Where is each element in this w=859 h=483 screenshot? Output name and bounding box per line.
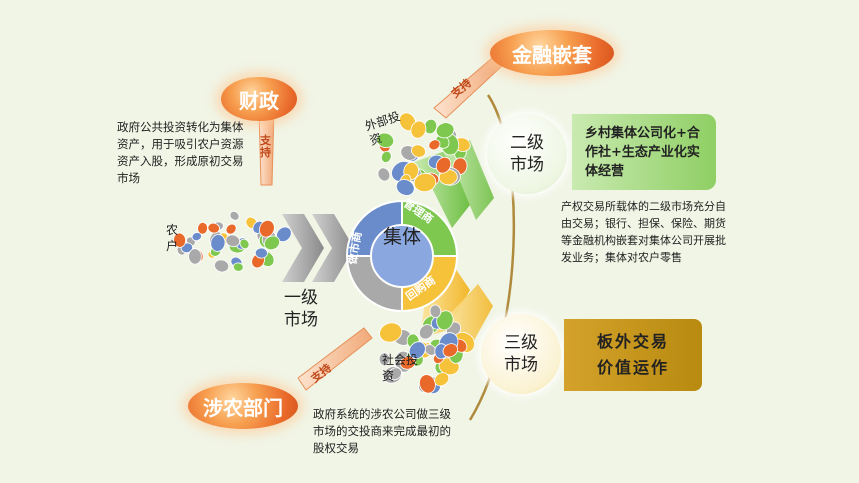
gray-chevrons [282, 214, 354, 282]
left-description: 政府公共投资转化为集体资产，用于吸引农户资源资产入股，形成原初交易市场 [117, 120, 244, 185]
market3-circle: 三级市场 [481, 314, 561, 394]
badge-jinrong: 金融嵌套 [490, 30, 614, 76]
green-chevrons [414, 140, 494, 228]
bottom-description: 政府系统的涉农公司做三级市场的交投商来完成最初的股权交易 [313, 407, 451, 455]
core-ring [345, 199, 459, 313]
badge-shenong: 涉农部门 [188, 383, 298, 429]
market3-box-line1: 板外交易 [596, 332, 669, 351]
badge-caizheng: 财政 [221, 77, 297, 121]
market2-box-text: 乡村集体公司化+合作社+生态产业化实体经营 [585, 125, 700, 179]
bean-cluster-social [378, 304, 476, 395]
market2-description: 产权交易所载体的二级市场充分自由交易；银行、担保、保险、期货等金融机构嵌套对集体… [561, 200, 726, 264]
market1-label: 一级市场 [284, 288, 318, 330]
bean-cluster-external [376, 112, 471, 196]
market3-label: 三级市场 [504, 333, 538, 375]
market3-box-line2: 价值运作 [596, 358, 669, 377]
bean-cluster-farmers [173, 210, 292, 273]
core-center-label: 集体 [382, 226, 421, 248]
market2-label: 二级市场 [510, 133, 544, 175]
farmer-label: 农户 [166, 223, 179, 253]
market3-box: 板外交易 价值运作 [564, 319, 702, 391]
arrow-label-caizheng: 支持 [260, 134, 271, 159]
bottom-label: 社会投资 [382, 353, 419, 383]
market2-circle: 二级市场 [487, 114, 567, 194]
market2-box: 乡村集体公司化+合作社+生态产业化实体经营 [572, 114, 716, 190]
